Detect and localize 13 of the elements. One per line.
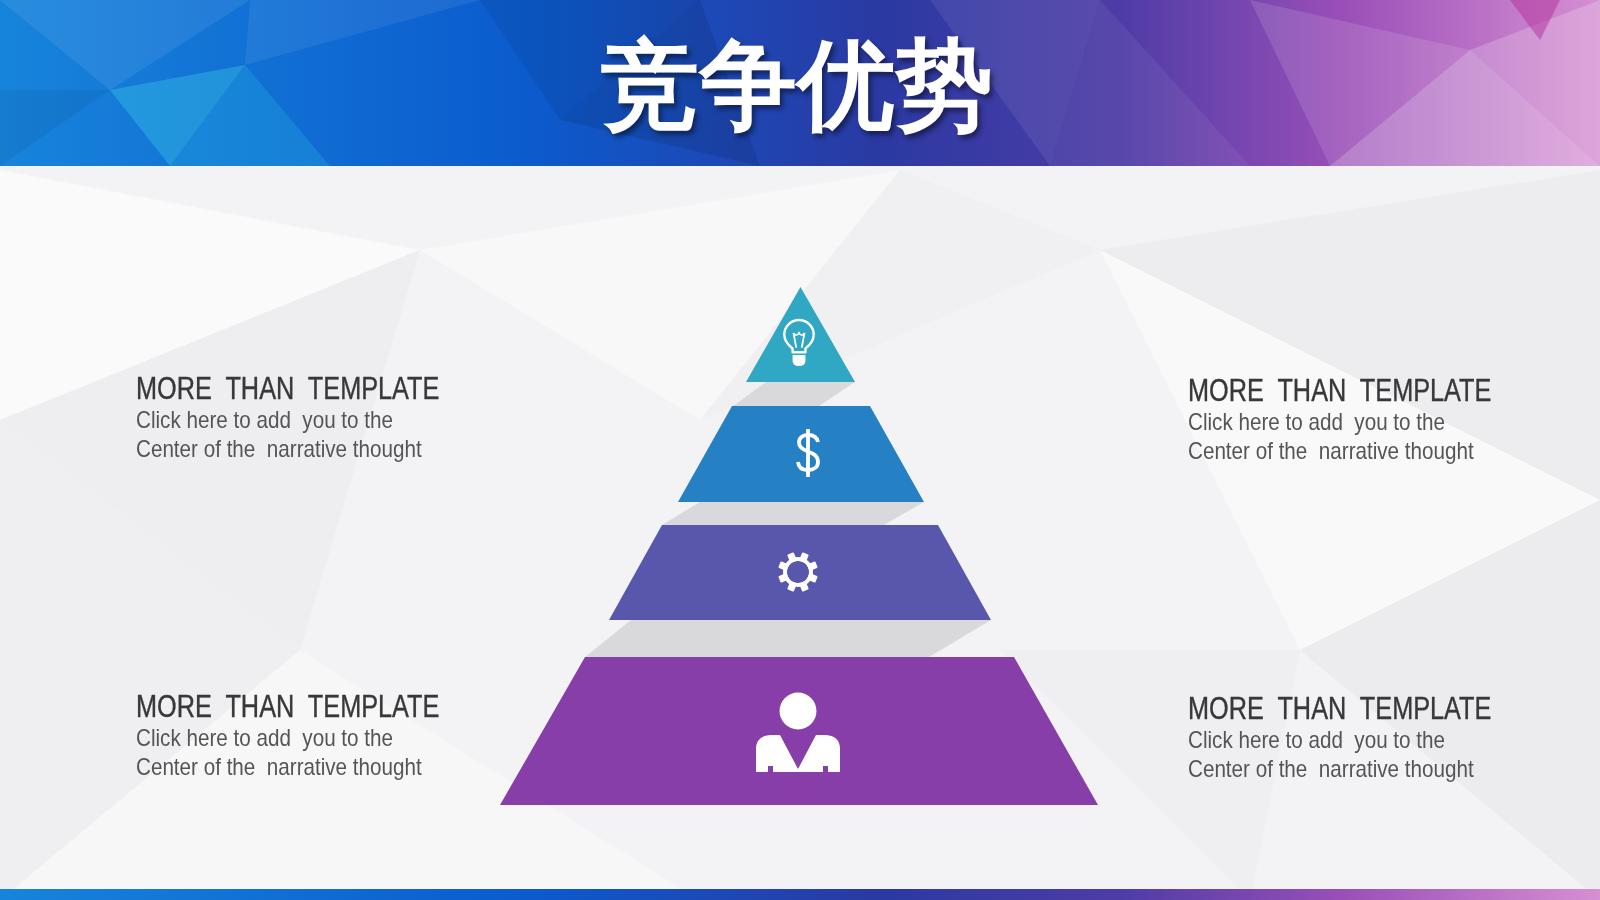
pyramid-tier [678,406,924,502]
description-text: Click here to add you to the Center of the narrative thought [136,406,423,463]
section-heading: MORE THAN TEMPLATE [1188,691,1492,726]
section-heading: MORE THAN TEMPLATE [136,371,440,406]
section-heading: MORE THAN TEMPLATE [136,689,440,724]
description-text: Click here to add you to the Center of the narrative thought [1188,408,1475,465]
pyramid-tier [500,657,1098,805]
description-text: Click here to add you to the Center of the narrative thought [136,724,423,781]
pyramid-tier [746,287,855,382]
pyramid-tier [609,525,991,620]
page-title: 竞争优势 [601,36,993,134]
section-heading: MORE THAN TEMPLATE [1188,373,1492,408]
description-text: Click here to add you to the Center of the narrative thought [1188,726,1475,783]
